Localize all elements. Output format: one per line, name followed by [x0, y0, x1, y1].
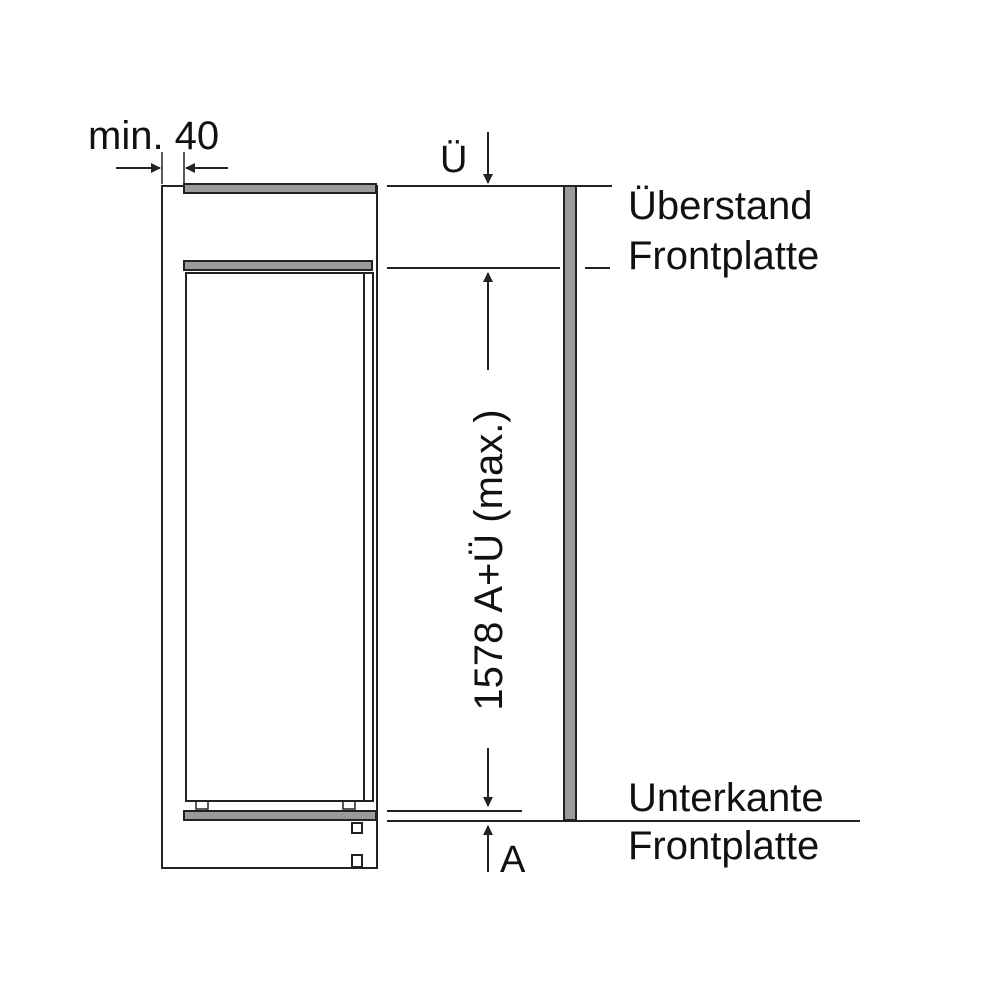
- cabinet: [161, 185, 378, 869]
- cabinet-outline: [161, 185, 378, 869]
- base-block-upper: [351, 822, 363, 834]
- bottom-label-line2: Frontplatte: [628, 824, 819, 868]
- min-gap-label: min. 40: [88, 114, 219, 158]
- overhang-label-line1: Überstand: [628, 184, 813, 228]
- appliance-foot-right: [342, 800, 356, 810]
- height-dimension-label: 1578 A+Ü (max.): [467, 409, 511, 710]
- bottom-symbol: A: [500, 839, 526, 881]
- base-block-lower: [351, 854, 363, 868]
- overhang-label-line2: Frontplatte: [628, 234, 819, 278]
- cabinet-bottom-board: [183, 810, 377, 821]
- appliance-side-rail: [363, 272, 374, 802]
- bottom-label-line1: Unterkante: [628, 776, 824, 820]
- appliance-top-strip: [183, 260, 373, 271]
- overhang-symbol: Ü: [440, 139, 467, 181]
- cabinet-top-board: [183, 183, 377, 194]
- appliance-foot-left: [195, 800, 209, 810]
- appliance-body: [185, 272, 365, 802]
- front-panel: [563, 185, 577, 821]
